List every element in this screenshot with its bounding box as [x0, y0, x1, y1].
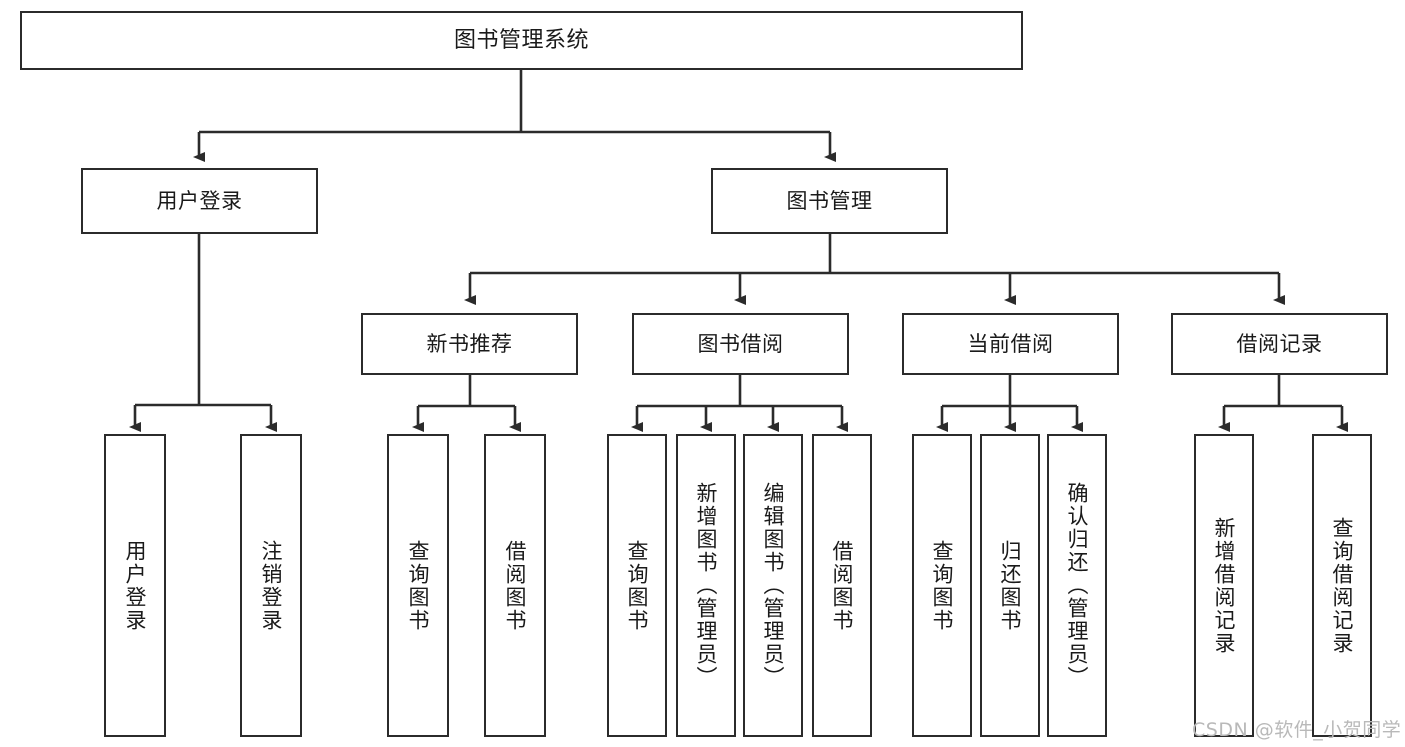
node-leaf-logout-login-label: 注销登录: [259, 539, 284, 632]
node-user-login[interactable]: 用户登录: [81, 168, 318, 234]
node-current-borrow-label: 当前借阅: [967, 331, 1054, 356]
node-book-management-label: 图书管理: [786, 188, 873, 213]
node-book-management[interactable]: 图书管理: [711, 168, 948, 234]
node-borrow-record[interactable]: 借阅记录: [1171, 313, 1388, 375]
node-leaf-confirm-return[interactable]: 确认归还（管理员）: [1047, 434, 1107, 737]
node-root[interactable]: 图书管理系统: [20, 11, 1023, 70]
node-leaf-query-record[interactable]: 查询借阅记录: [1312, 434, 1372, 737]
node-new-book-recommend-label: 新书推荐: [426, 331, 513, 356]
node-leaf-borrow-book-2-label: 借阅图书: [830, 539, 855, 632]
node-root-label: 图书管理系统: [453, 27, 589, 53]
node-leaf-query-book-3-label: 查询图书: [930, 539, 955, 632]
node-book-borrow[interactable]: 图书借阅: [632, 313, 849, 375]
node-user-login-label: 用户登录: [156, 188, 243, 213]
node-leaf-edit-book[interactable]: 编辑图书（管理员）: [743, 434, 803, 737]
node-borrow-record-label: 借阅记录: [1236, 331, 1323, 356]
node-leaf-borrow-book-1-label: 借阅图书: [503, 539, 528, 632]
node-leaf-borrow-book-1[interactable]: 借阅图书: [484, 434, 546, 737]
node-leaf-borrow-book-2[interactable]: 借阅图书: [812, 434, 872, 737]
node-leaf-add-record-label: 新增借阅记录: [1212, 516, 1237, 655]
node-leaf-query-book-1[interactable]: 查询图书: [387, 434, 449, 737]
node-leaf-add-book[interactable]: 新增图书（管理员）: [676, 434, 736, 737]
node-leaf-user-login[interactable]: 用户登录: [104, 434, 166, 737]
node-leaf-add-record[interactable]: 新增借阅记录: [1194, 434, 1254, 737]
node-new-book-recommend[interactable]: 新书推荐: [361, 313, 578, 375]
node-leaf-add-book-label: 新增图书（管理员）: [694, 482, 719, 689]
node-leaf-query-book-2[interactable]: 查询图书: [607, 434, 667, 737]
node-leaf-logout-login[interactable]: 注销登录: [240, 434, 302, 737]
node-leaf-return-book[interactable]: 归还图书: [980, 434, 1040, 737]
node-leaf-confirm-return-label: 确认归还（管理员）: [1065, 482, 1090, 689]
node-leaf-query-record-label: 查询借阅记录: [1330, 516, 1355, 655]
node-leaf-query-book-1-label: 查询图书: [406, 539, 431, 632]
node-leaf-query-book-2-label: 查询图书: [625, 539, 650, 632]
node-leaf-user-login-label: 用户登录: [123, 539, 148, 632]
node-current-borrow[interactable]: 当前借阅: [902, 313, 1119, 375]
node-book-borrow-label: 图书借阅: [697, 331, 784, 356]
node-leaf-edit-book-label: 编辑图书（管理员）: [761, 482, 786, 689]
node-leaf-return-book-label: 归还图书: [998, 539, 1023, 632]
watermark-text: CSDN @软件_小贺同学: [1192, 719, 1402, 741]
node-leaf-query-book-3[interactable]: 查询图书: [912, 434, 972, 737]
